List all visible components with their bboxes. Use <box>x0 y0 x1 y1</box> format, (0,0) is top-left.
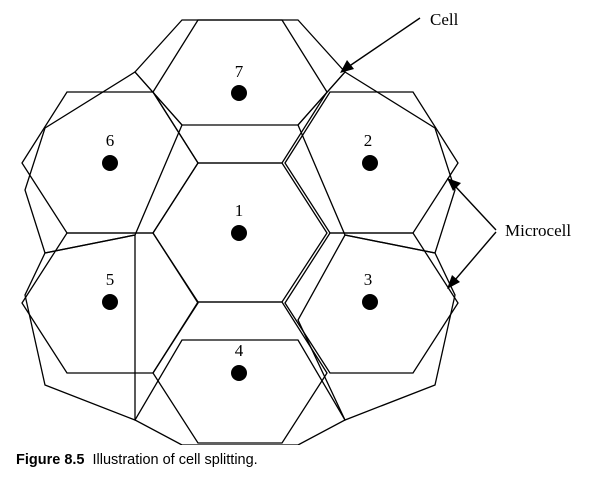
figure-label: Figure 8.5 <box>16 452 85 468</box>
cell-callout-label: Cell <box>430 10 459 29</box>
microcell-callout-arrowhead-upper <box>447 178 461 191</box>
cell-center-3 <box>362 294 378 310</box>
cell-number-3: 3 <box>364 270 373 289</box>
cell-number-4: 4 <box>235 341 244 360</box>
figure-caption-text: Illustration of cell splitting. <box>92 452 258 468</box>
cell-number-5: 5 <box>106 270 115 289</box>
cell-splitting-diagram: 7 6 2 1 5 3 4 Cell Microcell <box>21 10 571 445</box>
cell-outline-6 <box>24 71 183 254</box>
cell-center-7 <box>231 85 247 101</box>
microcell-callout-arrowhead-lower <box>447 275 460 289</box>
microcell-callout-arrow-upper <box>454 185 497 231</box>
microcell-callout-arrow-lower <box>454 231 497 281</box>
microcell-hex-3 <box>284 232 459 374</box>
cell-number-7: 7 <box>235 62 244 81</box>
figure-caption: Figure 8.5 Illustration of cell splitting… <box>16 452 258 468</box>
microcell-hex-4 <box>152 301 328 444</box>
cell-center-4 <box>231 365 247 381</box>
cell-number-1: 1 <box>235 201 244 220</box>
cell-center-2 <box>362 155 378 171</box>
cell-outline-3 <box>297 234 456 421</box>
cell-center-5 <box>102 294 118 310</box>
cell-number-6: 6 <box>106 131 115 150</box>
cell-center-6 <box>102 155 118 171</box>
microcell-callout-label: Microcell <box>505 221 571 240</box>
cell-outline-5 <box>24 234 136 421</box>
cell-number-2: 2 <box>364 131 373 150</box>
cell-callout-arrowhead <box>340 60 354 73</box>
cell-center-1 <box>231 225 247 241</box>
cell-callout-arrow-line <box>347 17 421 68</box>
